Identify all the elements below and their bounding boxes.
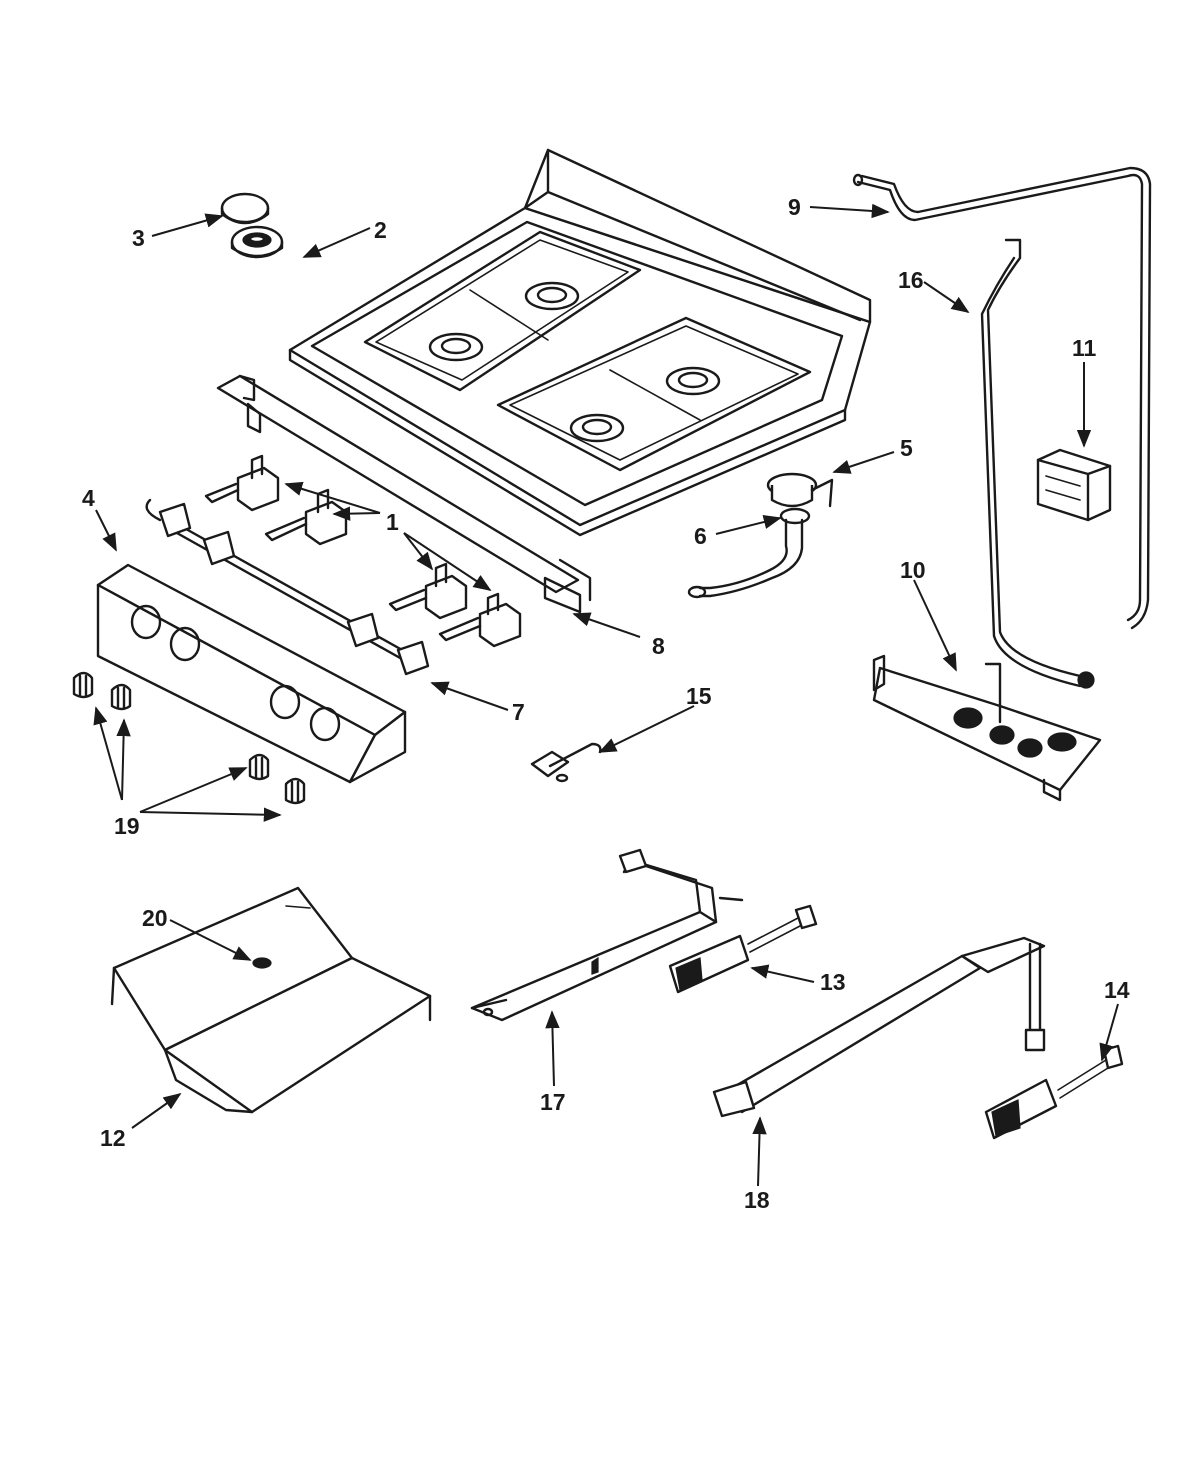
control-knob <box>284 777 306 805</box>
gas-tube-16 <box>980 238 1095 689</box>
callout-3: 3 <box>132 225 145 251</box>
cooktop <box>288 148 872 537</box>
gas-tube-9 <box>852 166 1152 630</box>
callout-2: 2 <box>374 217 387 243</box>
spark-module-bracket <box>872 654 1102 802</box>
callout-17: 17 <box>540 1089 566 1115</box>
burner-tube-18 <box>712 936 1046 1118</box>
callout-10: 10 <box>900 557 926 583</box>
callout-7: 7 <box>512 699 525 725</box>
callout-13: 13 <box>820 969 846 995</box>
callout-16: 16 <box>898 267 924 293</box>
callout-12: 12 <box>100 1125 126 1151</box>
heat-shield <box>110 886 432 1114</box>
burner-valve <box>388 562 468 620</box>
callout-4: 4 <box>82 485 95 511</box>
callout-20: 20 <box>142 905 168 931</box>
gas-regulator <box>766 472 834 508</box>
burner-valve <box>204 454 280 512</box>
control-knob <box>110 683 132 711</box>
igniter-13 <box>668 904 818 994</box>
callout-19: 19 <box>114 813 140 839</box>
control-panel <box>96 563 407 784</box>
manifold-bracket <box>216 374 592 614</box>
mounting-clip <box>530 742 602 783</box>
burner-cap <box>220 192 270 225</box>
callout-18: 18 <box>744 1187 770 1213</box>
callout-6: 6 <box>694 523 707 549</box>
callout-15: 15 <box>686 683 712 709</box>
callout-14: 14 <box>1104 977 1130 1003</box>
callout-8: 8 <box>652 633 665 659</box>
leader-lines <box>93 203 1119 1187</box>
burner-valve <box>438 592 522 648</box>
callout-11: 11 <box>1072 335 1097 361</box>
control-knob <box>248 753 270 781</box>
orifice-tube <box>687 507 811 599</box>
igniter-switch-harness <box>145 498 430 676</box>
callout-9: 9 <box>788 194 801 220</box>
callout-5: 5 <box>900 435 913 461</box>
callout-labels: 1 2 3 4 5 6 7 8 9 10 11 12 13 14 15 16 1… <box>82 194 1130 1213</box>
control-knob <box>72 671 94 699</box>
callout-1: 1 <box>386 509 399 535</box>
burner-tube-17 <box>470 848 744 1022</box>
valve-block <box>1036 448 1112 522</box>
burner-head <box>230 225 284 259</box>
